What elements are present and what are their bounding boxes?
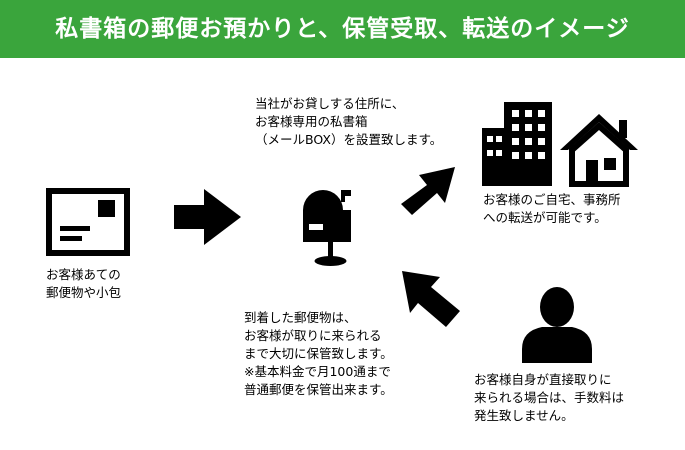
- mailbox-icon: [303, 190, 351, 266]
- mail-in-caption: お客様あての 郵便物や小包: [46, 267, 122, 300]
- arrow-right-icon: [174, 189, 241, 245]
- title-banner: [0, 0, 685, 58]
- page-title: 私書箱の郵便お預かりと、保管受取、転送のイメージ: [55, 16, 630, 42]
- envelope-icon: [46, 188, 130, 256]
- house-icon: [560, 114, 638, 187]
- mailbox-caption: 当社がお貸しする住所に、 お客様専用の私書箱 （メールBOX）を設置致します。: [255, 96, 443, 147]
- person-icon: [522, 287, 592, 363]
- arrow-up-right-icon: [401, 167, 455, 215]
- pickup-caption: お客様自身が直接取りに 来られる場合は、手数料は 発生致しません。: [474, 372, 625, 423]
- buildings-icon: [482, 102, 552, 186]
- forward-caption: お客様のご自宅、事務所 への転送が可能です。: [483, 192, 621, 225]
- arrow-up-left-icon: [402, 271, 460, 327]
- storage-caption: 到着した郵便物は、 お客様が取りに来られる まで大切に保管致します。 ※基本料金…: [244, 310, 393, 397]
